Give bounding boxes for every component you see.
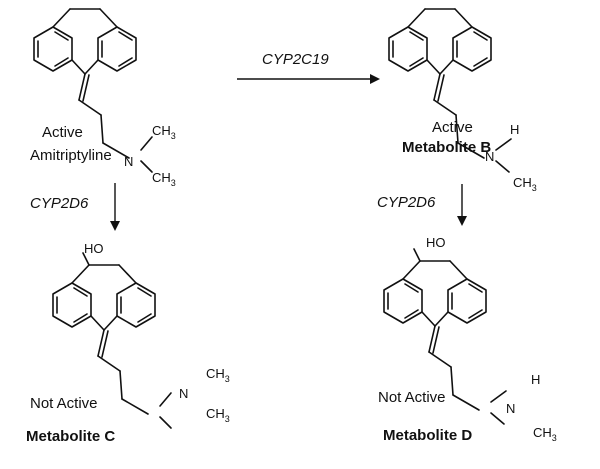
- hydroxyl-label: HO: [426, 235, 446, 250]
- cyp2d6-right-arrow: [457, 184, 467, 226]
- hydroxyl-label: HO: [84, 241, 104, 256]
- methyl-label: CH3: [206, 366, 230, 384]
- methyl-label: CH3: [533, 425, 557, 443]
- methyl-label: CH3: [152, 170, 176, 188]
- cyp2c19-arrow: [237, 74, 380, 84]
- metabolite-b-status: Active: [432, 119, 473, 136]
- nitrogen-atom: N: [124, 154, 133, 169]
- methyl-label: CH3: [513, 175, 537, 193]
- nitrogen-atom: N: [179, 386, 188, 401]
- amitriptyline-status: Active: [42, 124, 83, 141]
- cyp2c19-label: CYP2C19: [262, 51, 329, 68]
- metabolite-b-structure: N H CH3: [388, 8, 537, 193]
- cyp2d6-left-arrow: [110, 183, 120, 231]
- methyl-label: CH3: [152, 123, 176, 141]
- hydrogen-atom: H: [510, 122, 519, 137]
- metabolite-b-name: Metabolite B: [402, 139, 491, 156]
- metabolite-c-name: Metabolite C: [26, 428, 115, 445]
- metabolite-d-name: Metabolite D: [383, 427, 472, 444]
- nitrogen-atom: N: [506, 401, 515, 416]
- cyp2d6-left-label: CYP2D6: [30, 195, 89, 212]
- metabolite-d-status: Not Active: [378, 389, 446, 406]
- hydrogen-atom: H: [531, 372, 540, 387]
- nitrogen-atom: N: [485, 149, 494, 164]
- cyp2d6-right-label: CYP2D6: [377, 194, 436, 211]
- methyl-label: CH3: [206, 406, 230, 424]
- amitriptyline-name: Amitriptyline: [30, 147, 112, 164]
- metabolite-c-status: Not Active: [30, 395, 98, 412]
- metabolite-c-structure: HO N CH3 CH3: [52, 241, 230, 429]
- metabolite-d-structure: HO N H CH3: [383, 235, 557, 443]
- amitriptyline-structure: N CH3 CH3: [33, 8, 176, 188]
